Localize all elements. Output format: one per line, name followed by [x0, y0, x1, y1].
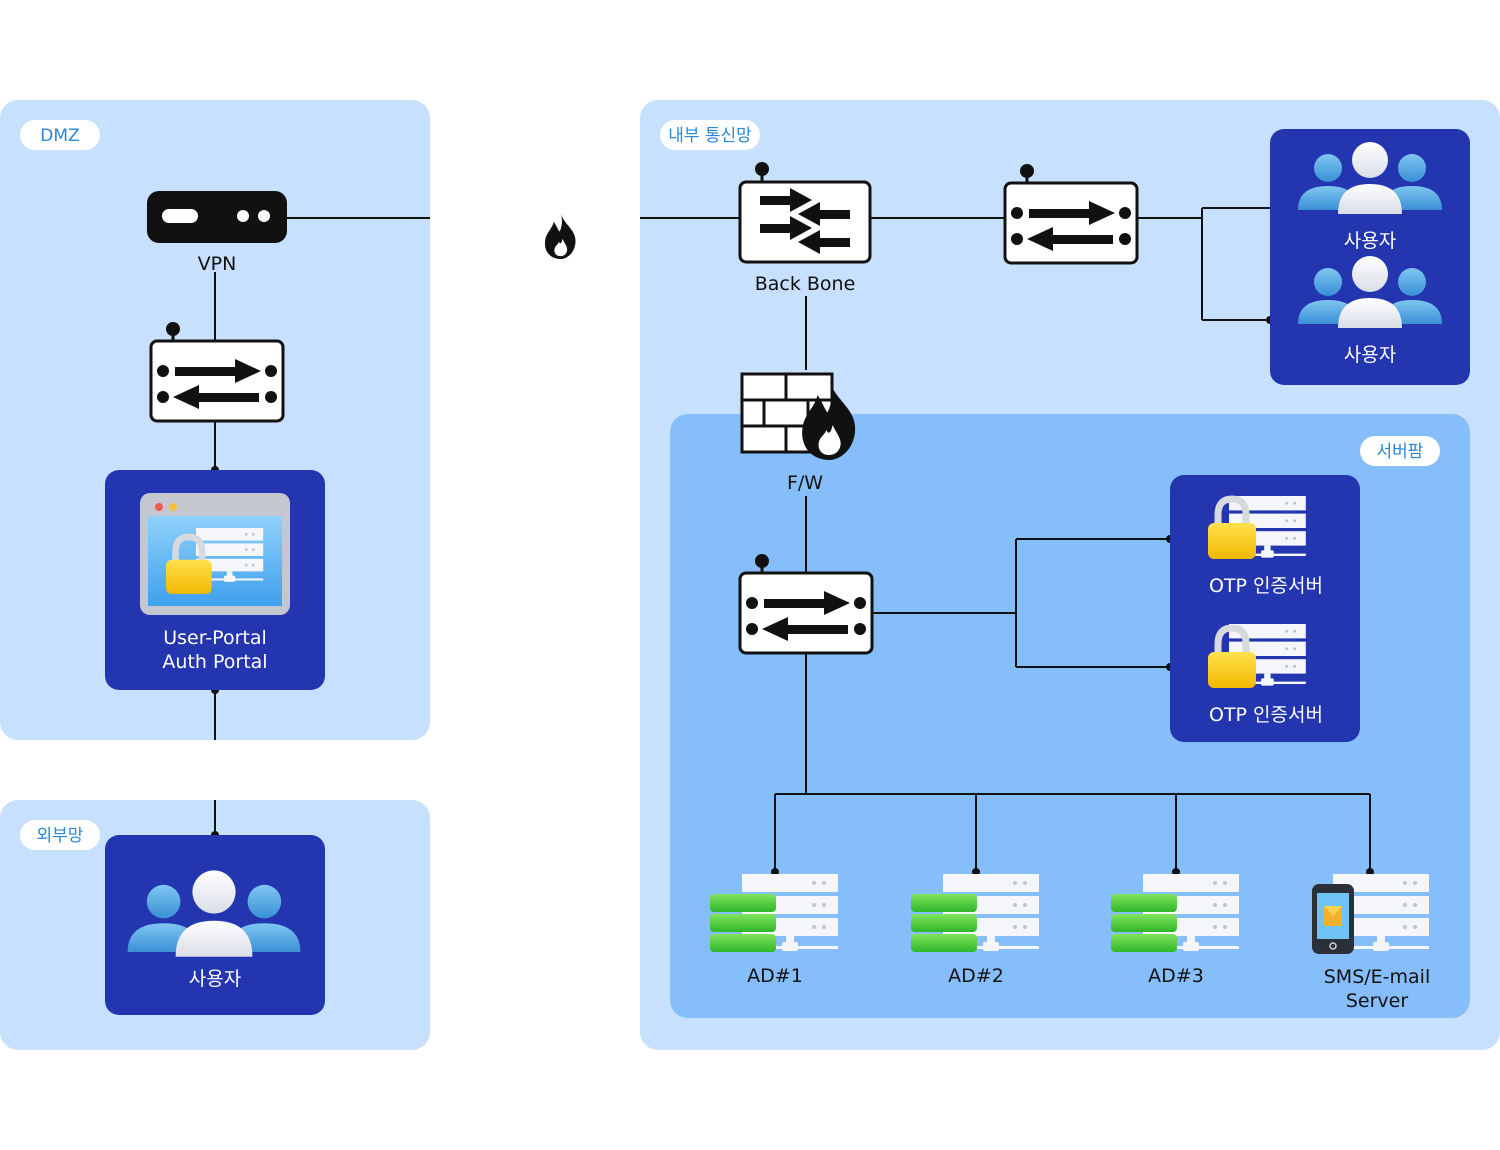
firewall-label: F/W: [787, 472, 823, 494]
sms-server-icon: [1312, 874, 1429, 954]
internal-users-label-1: 사용자: [1344, 230, 1396, 252]
svg-text:DMZ: DMZ: [40, 126, 79, 146]
external-zone-label: 외부망: [20, 820, 100, 850]
server-farm-label: 서버팜: [1360, 436, 1440, 466]
ad2-label: AD#2: [948, 965, 1004, 987]
backbone-label: Back Bone: [755, 273, 856, 295]
external-users-label: 사용자: [189, 968, 241, 990]
otp-label-1: OTP 인증서버: [1209, 575, 1323, 597]
vpn-label: VPN: [198, 253, 237, 275]
ad3-label: AD#3: [1148, 965, 1204, 987]
svg-text:서버팜: 서버팜: [1377, 442, 1424, 462]
portal-label-line2: Auth Portal: [162, 651, 267, 673]
internal-zone-label: 내부 통신망: [660, 120, 760, 150]
portal-window-icon: [140, 493, 290, 615]
portal-label-line1: User-Portal: [163, 627, 267, 649]
svg-text:외부망: 외부망: [37, 826, 84, 846]
firewall-icon: [740, 372, 856, 460]
ad-server-icon-3: [1111, 874, 1239, 952]
ad-server-icon-1: [710, 874, 838, 952]
vpn-box-icon: [147, 191, 287, 243]
sms-label-line1: SMS/E-mail: [1324, 966, 1431, 988]
ad-server-icon-2: [911, 874, 1039, 952]
internal-users-label-2: 사용자: [1344, 344, 1396, 366]
fire-icon: [544, 214, 576, 260]
connection-lines: [214, 207, 1371, 872]
svg-text:내부 통신망: 내부 통신망: [668, 126, 752, 146]
sms-label-line2: Server: [1346, 990, 1408, 1012]
otp-label-2: OTP 인증서버: [1209, 704, 1323, 726]
backbone-router-icon: [738, 162, 872, 264]
dmz-zone-label: DMZ: [20, 120, 100, 150]
ad1-label: AD#1: [747, 965, 803, 987]
